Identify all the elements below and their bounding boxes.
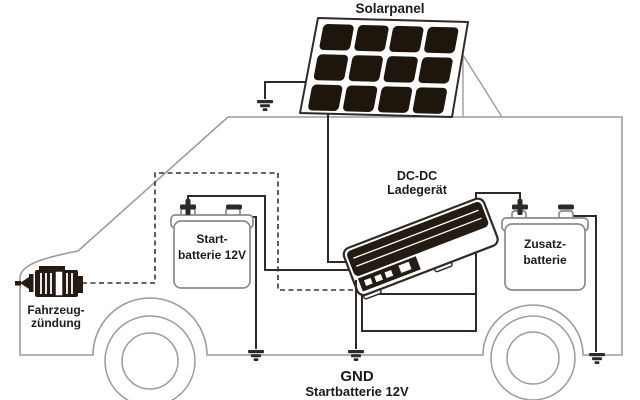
dc-dc-charger-icon [342,197,499,300]
front-wheel-icon [104,315,196,400]
gnd-label: GND [340,368,374,385]
solar-wire [327,114,346,263]
ground-icon [589,353,605,364]
battery-body [173,220,251,289]
panel-ground-wire [264,81,306,99]
ignition-signal-wire [82,172,377,291]
panel-support-strut [462,54,503,118]
starter-battery-label-line1: Start- [196,232,227,246]
charger-label-line2: Ladegerät [387,183,448,197]
ignition-label-line1: Fahrzeug- [27,303,84,317]
starter-battery-label-line2: batterie 12V [178,248,246,262]
rear-wheel-icon [490,315,576,400]
ground-icon [257,100,273,111]
plus-icon [512,199,528,215]
minus-icon [226,204,242,210]
ignition-label-line2: zündung [31,316,81,330]
solar-panel-label: Solarpanel [355,1,424,16]
aux-battery-label-line2: batterie [523,253,567,267]
aux-battery: Zusatz- batterie [501,199,589,291]
charger-output-wire [361,192,521,332]
plus-icon [180,199,196,215]
vehicle-outline [19,116,623,400]
battery-body [504,223,586,291]
starter-positive-wire [187,195,350,271]
minus-icon [558,204,574,210]
aux-battery-label-line1: Zusatz- [524,237,566,251]
charger-label-line1: DC-DC [397,169,437,183]
solar-panel-icon [299,17,469,118]
starter-battery: Start- batterie 12V [170,199,254,289]
alternator-icon [15,266,83,297]
gnd-sublabel: Startbatterie 12V [305,384,409,399]
aux-negative-wire [573,215,597,352]
